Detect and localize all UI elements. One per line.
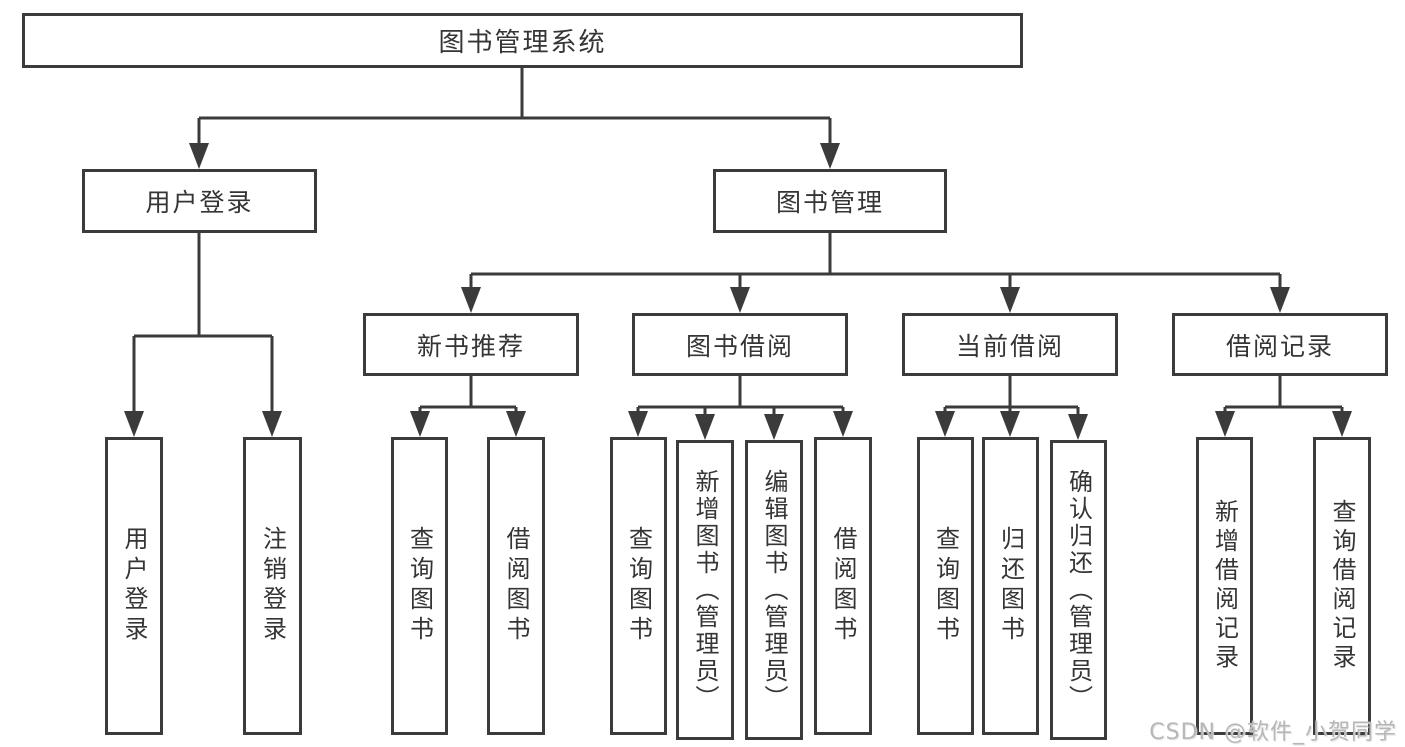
node-leaf-current-query-books: 查询图书 bbox=[917, 437, 974, 735]
node-leaf-logout-login: 注销登录 bbox=[243, 437, 302, 735]
arrow-down-icon bbox=[695, 414, 715, 440]
arrow-down-icon bbox=[189, 143, 209, 169]
arrow-down-icon bbox=[1270, 287, 1290, 313]
arrow-down-icon bbox=[461, 287, 481, 313]
arrow-down-icon bbox=[124, 411, 144, 437]
arrow-down-icon bbox=[410, 411, 430, 437]
node-library-system: 图书管理系统 bbox=[22, 13, 1023, 68]
connector-lines bbox=[132, 68, 1344, 416]
node-current-borrowing: 当前借阅 bbox=[902, 313, 1118, 376]
arrow-down-icon bbox=[1000, 411, 1020, 437]
node-book-management: 图书管理 bbox=[713, 169, 947, 233]
arrow-down-icon bbox=[262, 411, 282, 437]
node-leaf-records-query-record: 查询借阅记录 bbox=[1313, 437, 1371, 735]
node-leaf-records-add-record: 新增借阅记录 bbox=[1196, 437, 1253, 735]
arrow-down-icon bbox=[935, 411, 955, 437]
node-user-login: 用户登录 bbox=[82, 169, 317, 233]
arrow-down-icon bbox=[764, 414, 784, 440]
node-leaf-recommend-borrow-books: 借阅图书 bbox=[487, 437, 545, 735]
arrow-down-icon bbox=[1215, 411, 1235, 437]
arrow-down-icon bbox=[1332, 411, 1352, 437]
node-leaf-recommend-query-books: 查询图书 bbox=[391, 437, 448, 735]
node-leaf-borrowing-borrow-books: 借阅图书 bbox=[814, 437, 872, 735]
node-leaf-user-login: 用户登录 bbox=[105, 437, 163, 735]
arrow-down-icon bbox=[833, 411, 853, 437]
node-leaf-current-confirm-return-admin: 确认归还（管理员） bbox=[1050, 440, 1107, 740]
arrow-down-icon bbox=[1000, 287, 1020, 313]
arrow-down-icon bbox=[628, 411, 648, 437]
node-new-book-recommend: 新书推荐 bbox=[363, 313, 579, 376]
node-leaf-current-return-books: 归还图书 bbox=[982, 437, 1039, 735]
node-borrowing-records: 借阅记录 bbox=[1172, 313, 1388, 376]
arrow-down-icon bbox=[730, 287, 750, 313]
node-leaf-borrowing-edit-books-admin: 编辑图书（管理员） bbox=[745, 440, 803, 740]
node-leaf-borrowing-add-books-admin: 新增图书（管理员） bbox=[676, 440, 734, 740]
node-book-borrowing: 图书借阅 bbox=[632, 313, 848, 376]
arrow-down-icon bbox=[1068, 414, 1088, 440]
watermark-text: CSDN @软件_小贺同学 bbox=[1149, 720, 1397, 745]
arrow-down-icon bbox=[506, 411, 526, 437]
node-leaf-borrowing-query-books: 查询图书 bbox=[610, 437, 667, 735]
arrow-down-icon bbox=[820, 143, 840, 169]
